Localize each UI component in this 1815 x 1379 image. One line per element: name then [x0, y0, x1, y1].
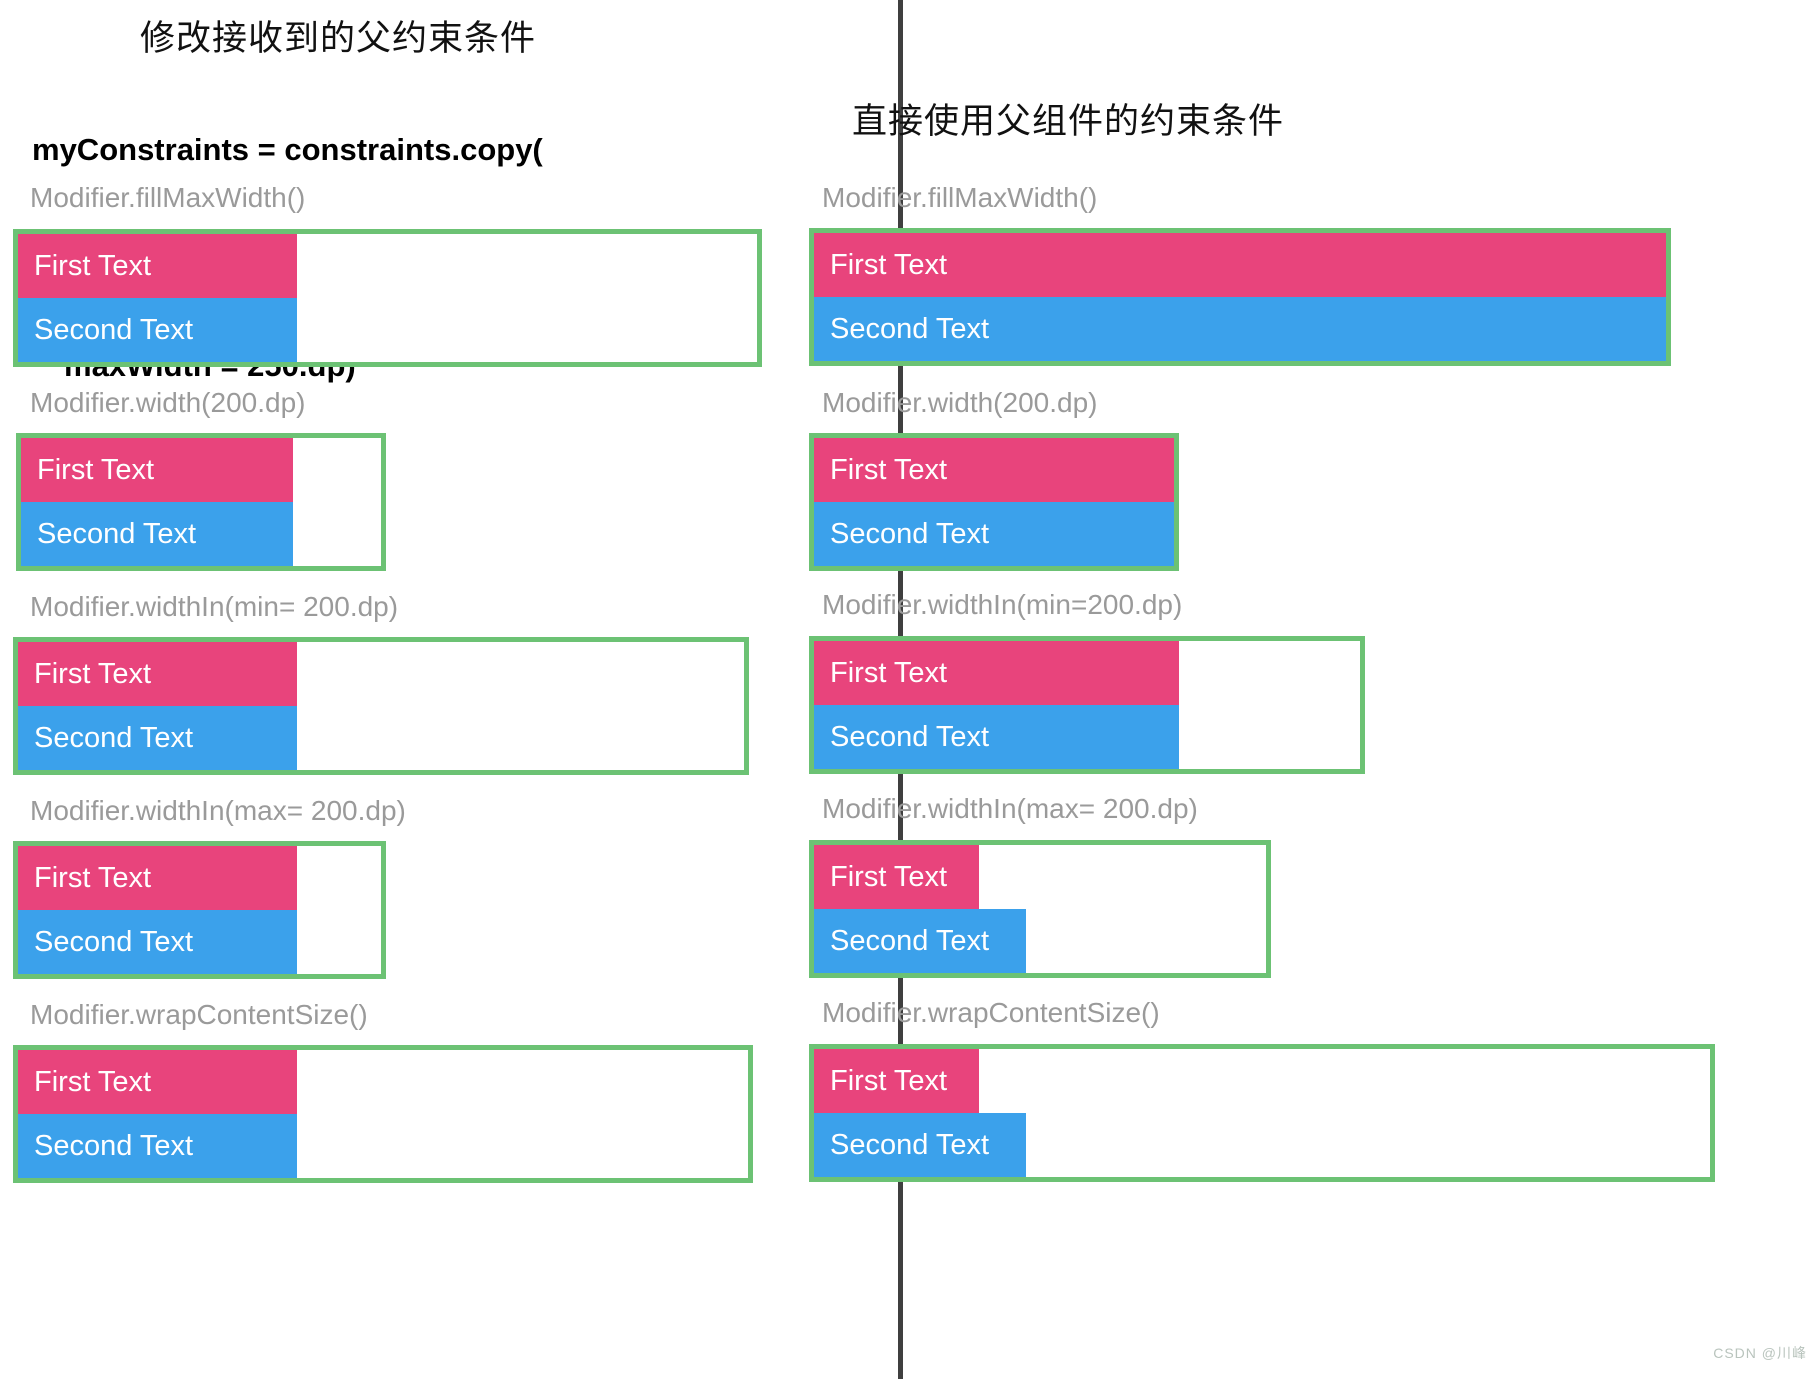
- constraint-box-fill-max-width: First Text Second Text: [13, 229, 762, 367]
- constraint-box-width-in-min: First Text Second Text: [809, 636, 1365, 774]
- constraint-box-fill-max-width: First Text Second Text: [809, 228, 1671, 366]
- left-column: 修改接收到的父约束条件 myConstraints = constraints.…: [0, 0, 898, 1379]
- constraint-box-width-in-min: First Text Second Text: [13, 637, 749, 775]
- first-text-bar: First Text: [814, 641, 1179, 705]
- caption-wrap-content-size: Modifier.wrapContentSize(): [822, 997, 1160, 1028]
- caption-width-in-min: Modifier.widthIn(min= 200.dp): [30, 591, 399, 622]
- second-text-bar: Second Text: [21, 502, 293, 566]
- second-text-bar: Second Text: [814, 909, 1026, 973]
- second-text-bar: Second Text: [18, 1114, 297, 1178]
- first-text-bar: First Text: [21, 438, 293, 502]
- caption-fill-max-width: Modifier.fillMaxWidth(): [30, 182, 306, 213]
- caption-width-in-max: Modifier.widthIn(max= 200.dp): [30, 795, 406, 826]
- second-text-bar: Second Text: [814, 297, 1666, 361]
- first-text-bar: First Text: [814, 1049, 979, 1113]
- second-text-bar: Second Text: [18, 298, 297, 362]
- constraint-box-width-in-max: First Text Second Text: [809, 840, 1271, 978]
- constraint-box-width-in-max: First Text Second Text: [13, 841, 386, 979]
- second-text-bar: Second Text: [814, 1113, 1026, 1177]
- first-text-bar: First Text: [18, 1050, 297, 1114]
- second-text-bar: Second Text: [814, 705, 1179, 769]
- caption-width-in-max: Modifier.widthIn(max= 200.dp): [822, 793, 1198, 824]
- second-text-bar: Second Text: [814, 502, 1174, 566]
- caption-fill-max-width: Modifier.fillMaxWidth(): [822, 182, 1098, 213]
- first-text-bar: First Text: [18, 234, 297, 298]
- caption-width-in-min: Modifier.widthIn(min=200.dp): [822, 589, 1183, 620]
- left-column-title: 修改接收到的父约束条件: [140, 19, 537, 58]
- caption-width-200: Modifier.width(200.dp): [30, 387, 306, 418]
- first-text-bar: First Text: [814, 233, 1666, 297]
- first-text-bar: First Text: [814, 845, 979, 909]
- constraint-box-width-200: First Text Second Text: [16, 433, 386, 571]
- caption-width-200: Modifier.width(200.dp): [822, 387, 1098, 418]
- code-line-1: myConstraints = constraints.copy(: [32, 132, 543, 167]
- second-text-bar: Second Text: [18, 910, 297, 974]
- first-text-bar: First Text: [18, 642, 297, 706]
- right-column-title: 直接使用父组件的约束条件: [852, 102, 1285, 141]
- first-text-bar: First Text: [18, 846, 297, 910]
- constraint-box-width-200: First Text Second Text: [809, 433, 1179, 571]
- first-text-bar: First Text: [814, 438, 1174, 502]
- constraint-box-wrap-content-size: First Text Second Text: [809, 1044, 1715, 1182]
- csdn-watermark: CSDN @川峰: [1713, 1345, 1807, 1361]
- second-text-bar: Second Text: [18, 706, 297, 770]
- constraint-box-wrap-content-size: First Text Second Text: [13, 1045, 753, 1183]
- right-column: 直接使用父组件的约束条件 Modifier.fillMaxWidth() Fir…: [809, 0, 1815, 1379]
- caption-wrap-content-size: Modifier.wrapContentSize(): [30, 999, 368, 1030]
